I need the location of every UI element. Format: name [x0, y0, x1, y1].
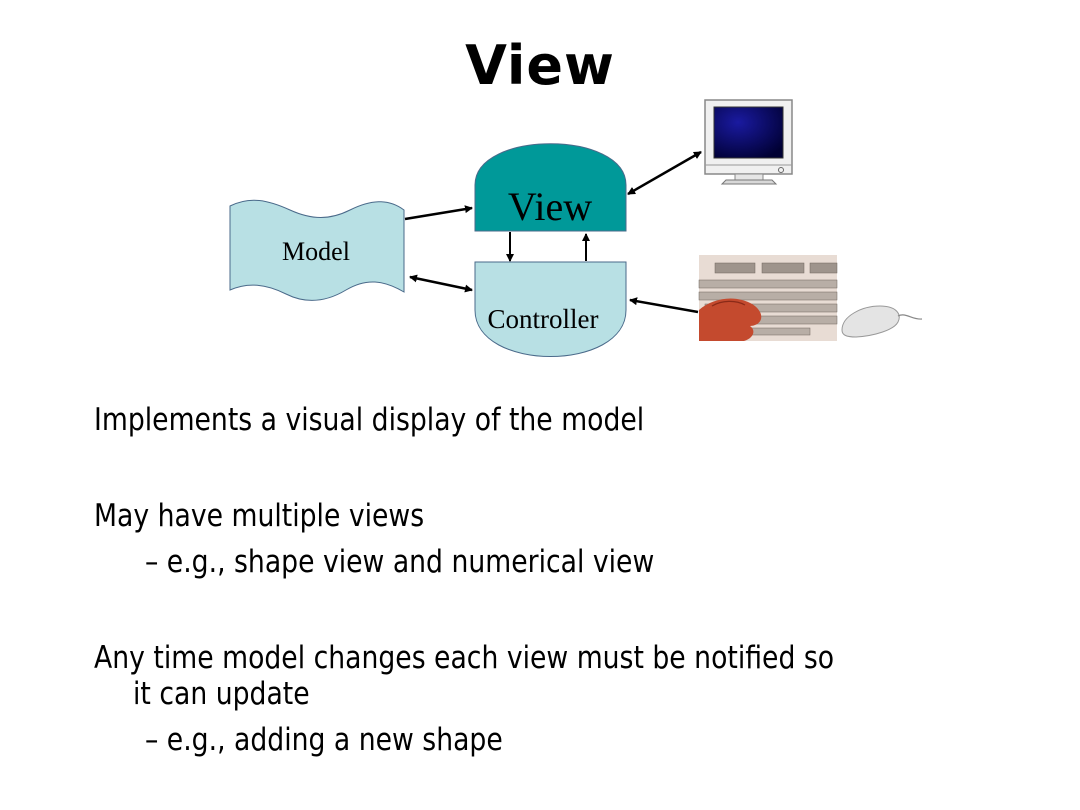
controller-box: Controller: [474, 261, 627, 357]
keyboard-icon: [698, 255, 838, 341]
bullet-item-continuation: it can update: [133, 676, 310, 712]
arrow-model-to-view: [404, 205, 473, 221]
arrow-model-controller: [409, 274, 473, 293]
monitor-icon: [704, 99, 793, 185]
view-label: View: [508, 184, 592, 229]
model-label: Model: [282, 237, 350, 266]
bullet-item: May have multiple views: [94, 498, 425, 534]
sub-bullet-item: – e.g., adding a new shape: [145, 722, 503, 758]
arrow-keyboard-to-controller: [629, 297, 699, 314]
arrow-view-monitor: [627, 150, 702, 196]
bullet-item: Any time model changes each view must be…: [94, 640, 835, 676]
view-box: View: [474, 143, 627, 232]
sub-bullet-item: – e.g., shape view and numerical view: [145, 544, 655, 580]
controller-label: Controller: [488, 304, 599, 334]
bullet-item: Implements a visual display of the model: [94, 402, 645, 438]
model-box: Model: [229, 199, 405, 301]
mvc-diagram: Model View Controller: [229, 99, 923, 357]
mouse-icon: [841, 305, 923, 338]
slide-title: View: [465, 34, 615, 97]
